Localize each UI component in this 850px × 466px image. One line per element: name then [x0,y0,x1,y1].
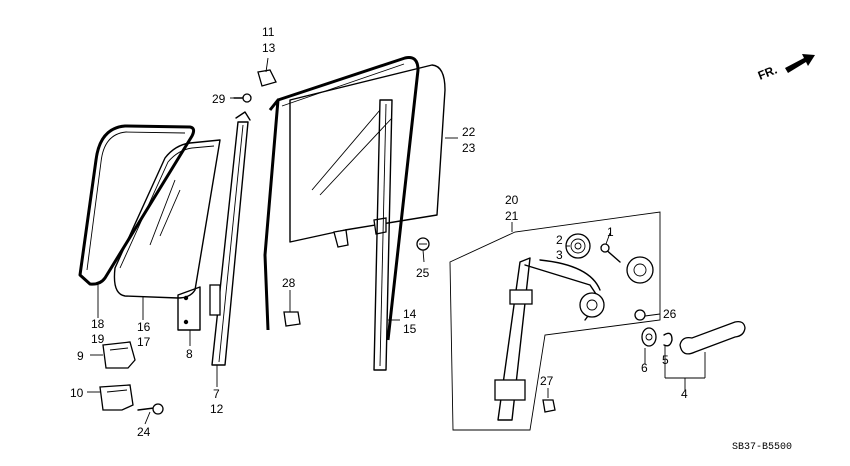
label-1: 1 [607,225,614,239]
label-10: 10 [70,386,84,400]
label-13: 13 [262,41,276,55]
run-channel [263,56,420,341]
window-handle [679,320,746,355]
label-17: 17 [137,335,151,349]
label-8: 8 [186,347,193,361]
label-23: 23 [462,141,476,155]
label-9: 9 [77,349,84,363]
label-7: 7 [213,387,220,401]
guide-9 [102,341,136,369]
label-16: 16 [137,320,151,334]
clip-28 [283,311,301,327]
guide-10 [99,384,134,411]
label-11: 11 [262,25,275,39]
label-19: 19 [91,332,105,346]
diagram-code: SB37-B5500 [732,442,792,453]
label-29: 29 [212,92,226,106]
washer [641,327,657,347]
quarter-glass-weatherstrip [78,124,196,286]
clip-11-13 [257,69,277,87]
label-3: 3 [556,248,563,262]
quarter-glass [113,139,221,299]
shaft [600,243,621,263]
label-26: 26 [663,307,677,321]
label-24: 24 [137,425,151,439]
label-15: 15 [403,322,417,336]
front-direction-arrow [785,54,815,73]
label-28: 28 [282,276,296,290]
front-direction-label: FR. [756,63,779,83]
bracket [177,286,201,331]
window-regulator [494,257,605,421]
bearing-disc [626,256,654,284]
screw-29 [233,93,252,103]
label-5: 5 [662,353,669,367]
label-21: 21 [505,209,519,223]
clip-5 [663,332,673,347]
label-18: 18 [91,317,105,331]
label-12: 12 [210,402,224,416]
label-27: 27 [540,374,554,388]
center-channel [209,111,251,366]
label-25: 25 [416,266,430,280]
rear-channel [373,99,393,371]
bolt-24 [137,403,164,415]
label-6: 6 [641,361,648,375]
label-22: 22 [462,125,476,139]
bolt-27 [542,399,556,413]
label-14: 14 [403,307,417,321]
label-2: 2 [556,233,563,247]
bolt-25 [416,237,430,251]
leader-lines [87,57,706,425]
bolt-26 [634,309,646,321]
label-20: 20 [505,193,519,207]
regulator-box [449,211,661,431]
door-glass [289,64,446,248]
label-4: 4 [681,387,688,401]
